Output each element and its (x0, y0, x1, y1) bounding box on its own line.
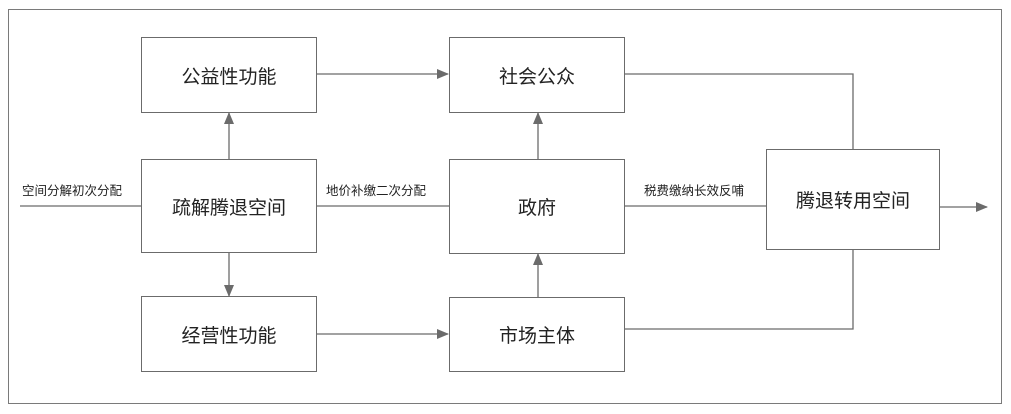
business-function-box: 经营性功能 (141, 296, 317, 372)
line-society-to-reuse (625, 73, 854, 149)
second-distribution-label: 地价补缴二次分配 (326, 183, 427, 198)
first-distribution-label: 空间分解初次分配 (22, 183, 123, 198)
public-function-box: 公益性功能 (141, 37, 317, 113)
relocate-space-box: 疏解腾退空间 (141, 159, 317, 253)
line-market-to-reuse (625, 250, 854, 330)
government-box: 政府 (449, 159, 625, 254)
reuse-space-box: 腾退转用空间 (766, 149, 940, 250)
tax-feedback-label: 税费缴纳长效反哺 (644, 183, 745, 198)
diagram-frame (8, 9, 1002, 404)
society-box: 社会公众 (449, 37, 625, 113)
market-box: 市场主体 (449, 297, 625, 372)
